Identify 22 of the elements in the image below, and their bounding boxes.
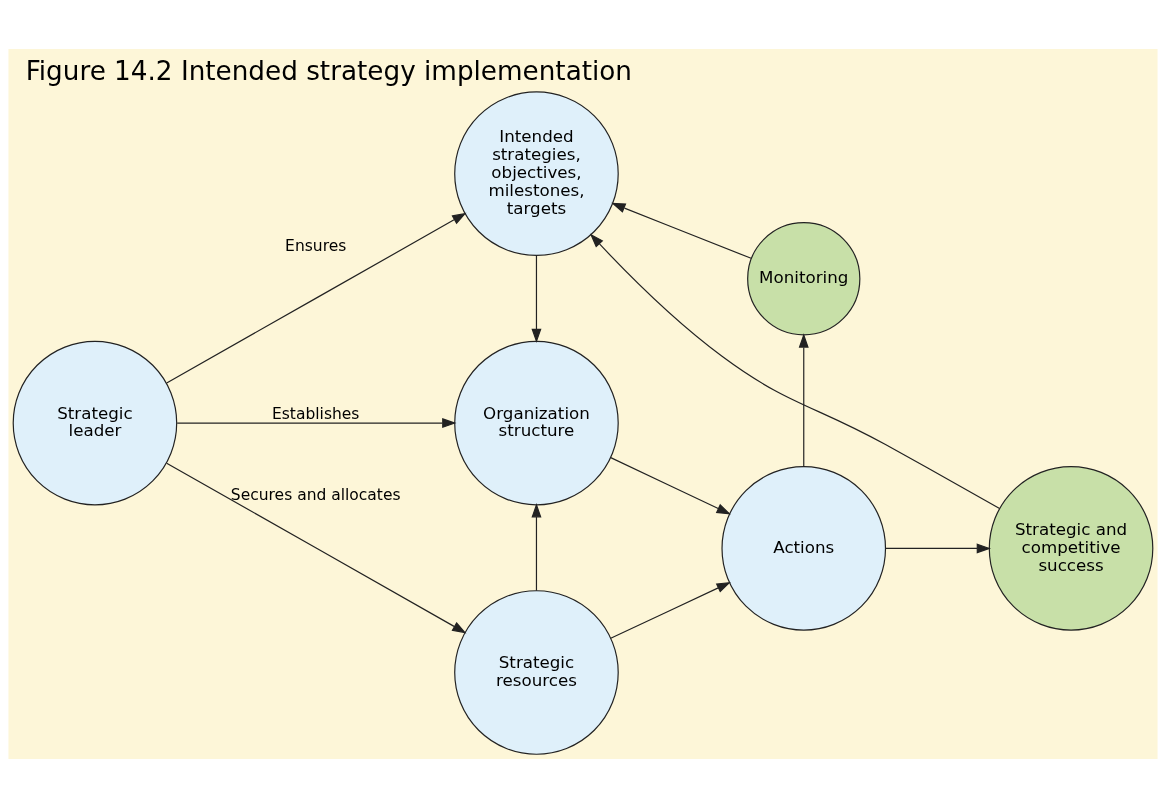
arrow: [531, 503, 542, 592]
arrow: [884, 543, 992, 554]
arrow: [166, 462, 467, 634]
arrow: [798, 333, 809, 467]
node-circle: Intended strategies, objectives, milestones, targets: [454, 91, 619, 257]
arrow: [531, 254, 542, 344]
edge-label: Establishes: [271, 404, 360, 423]
arrow: [610, 581, 731, 639]
arrow: [176, 418, 457, 429]
diagram-title: Figure 14.2 Intended strategy implementation: [25, 55, 633, 86]
node-circle: Strategic resources: [454, 590, 619, 755]
arrow: [611, 202, 752, 259]
node-circle: Actions: [721, 466, 887, 631]
arrow: [610, 457, 731, 515]
node-circle: Strategic leader: [12, 340, 178, 506]
edge-label: Secures and allocates: [230, 485, 401, 504]
node-circle: Monitoring: [747, 222, 861, 336]
edge-label: Ensures: [285, 236, 347, 255]
node-circle: Strategic and competitive success: [988, 466, 1154, 631]
arrow: [166, 212, 467, 384]
node-circle: Organization structure: [454, 340, 619, 506]
arrow: [589, 233, 1001, 509]
